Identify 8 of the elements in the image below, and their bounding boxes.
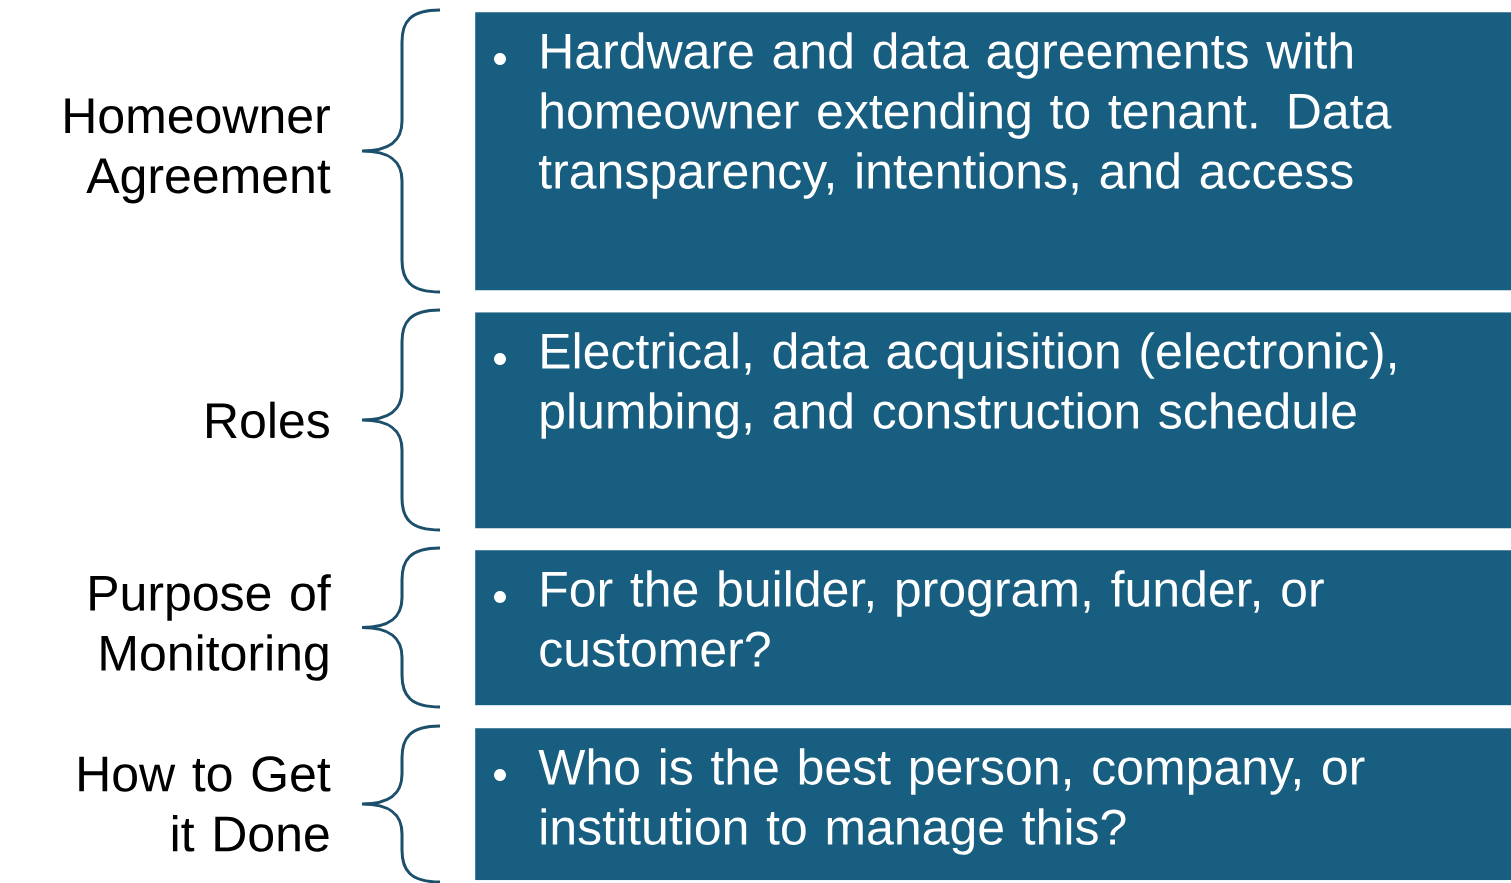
text-box: Who is the best person, company, or institution to manage this? <box>475 728 1511 881</box>
text-box: Electrical, data acquisition (electronic), plumbing, and construction schedule <box>475 312 1511 529</box>
heading: Roles <box>207 401 329 439</box>
heading: Purpose of Monitoring <box>90 574 331 681</box>
heading: Homeowner Agreement <box>65 98 331 204</box>
heading: How to Get it Done <box>79 756 331 852</box>
text-box: Hardware and data agreements with homeowner extending to tenant. Data transparency, intentions, and access <box>475 12 1511 291</box>
text-box: For the builder, program, funder, or customer? <box>475 550 1511 706</box>
